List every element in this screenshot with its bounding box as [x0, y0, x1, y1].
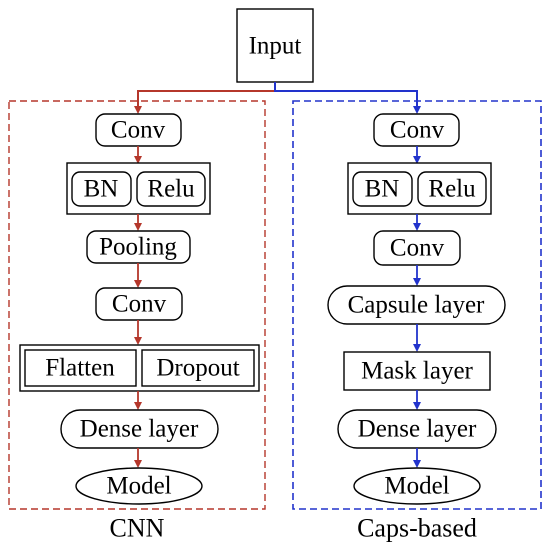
caps-relu-node — [417, 171, 487, 207]
caps-relu-label: Relu — [428, 176, 476, 203]
cnn-conv2-label: Conv — [112, 291, 167, 318]
input-to-caps-connector — [274, 82, 421, 114]
caps-model-node — [353, 467, 481, 505]
input-label: Input — [249, 33, 302, 60]
cnn-caption: CNN — [110, 514, 165, 543]
caps-conv-label: Conv — [390, 117, 445, 144]
cnn-model-label: Model — [106, 473, 171, 500]
cnn-relu-label: Relu — [147, 176, 195, 203]
cnn-flatten-node — [24, 349, 137, 387]
cnn-flatten-label: Flatten — [45, 355, 115, 382]
cnn-dense-label: Dense layer — [80, 416, 199, 443]
input-to-cnn-connector — [134, 82, 276, 114]
input-node — [236, 8, 314, 83]
caps-model-label: Model — [384, 473, 449, 500]
caps-capsule-label: Capsule layer — [348, 292, 485, 319]
caps-mask-node — [343, 351, 491, 391]
caps-conv2-label: Conv — [390, 235, 445, 262]
caps-bn-label: BN — [365, 176, 400, 203]
cnn-pooling-label: Pooling — [99, 234, 177, 261]
caps-bn-node — [352, 171, 413, 207]
caps-mask-label: Mask layer — [361, 358, 473, 385]
cnn-dense-node — [60, 409, 219, 449]
caps-dense-label: Dense layer — [358, 416, 477, 443]
cnn-conv-label: Conv — [111, 117, 166, 144]
cnn-conv2-node — [95, 287, 183, 321]
caps-caption: Caps-based — [357, 514, 477, 543]
cnn-dropout-label: Dropout — [156, 355, 239, 382]
cnn-bn-node — [71, 171, 132, 207]
cnn-model-node — [75, 467, 203, 505]
cnn-relu-node — [136, 171, 206, 207]
cnn-bn-label: BN — [84, 176, 119, 203]
cnn-dropout-node — [141, 349, 255, 387]
